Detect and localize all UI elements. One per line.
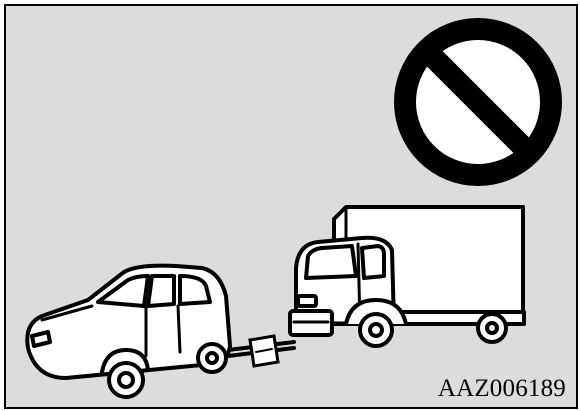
truck-windshield (306, 246, 356, 278)
truck (290, 207, 524, 346)
truck-side-window (362, 246, 384, 278)
tow-bar (228, 336, 294, 366)
truck-headlight (298, 296, 316, 306)
figure-code: AAZ006189 (438, 376, 566, 401)
car (27, 266, 230, 397)
car-headlight (32, 332, 50, 346)
illustration-panel: AAZ006189 (4, 4, 578, 409)
car-front-window (148, 276, 174, 306)
towing-illustration (6, 6, 576, 407)
prohibition-icon (405, 29, 551, 175)
